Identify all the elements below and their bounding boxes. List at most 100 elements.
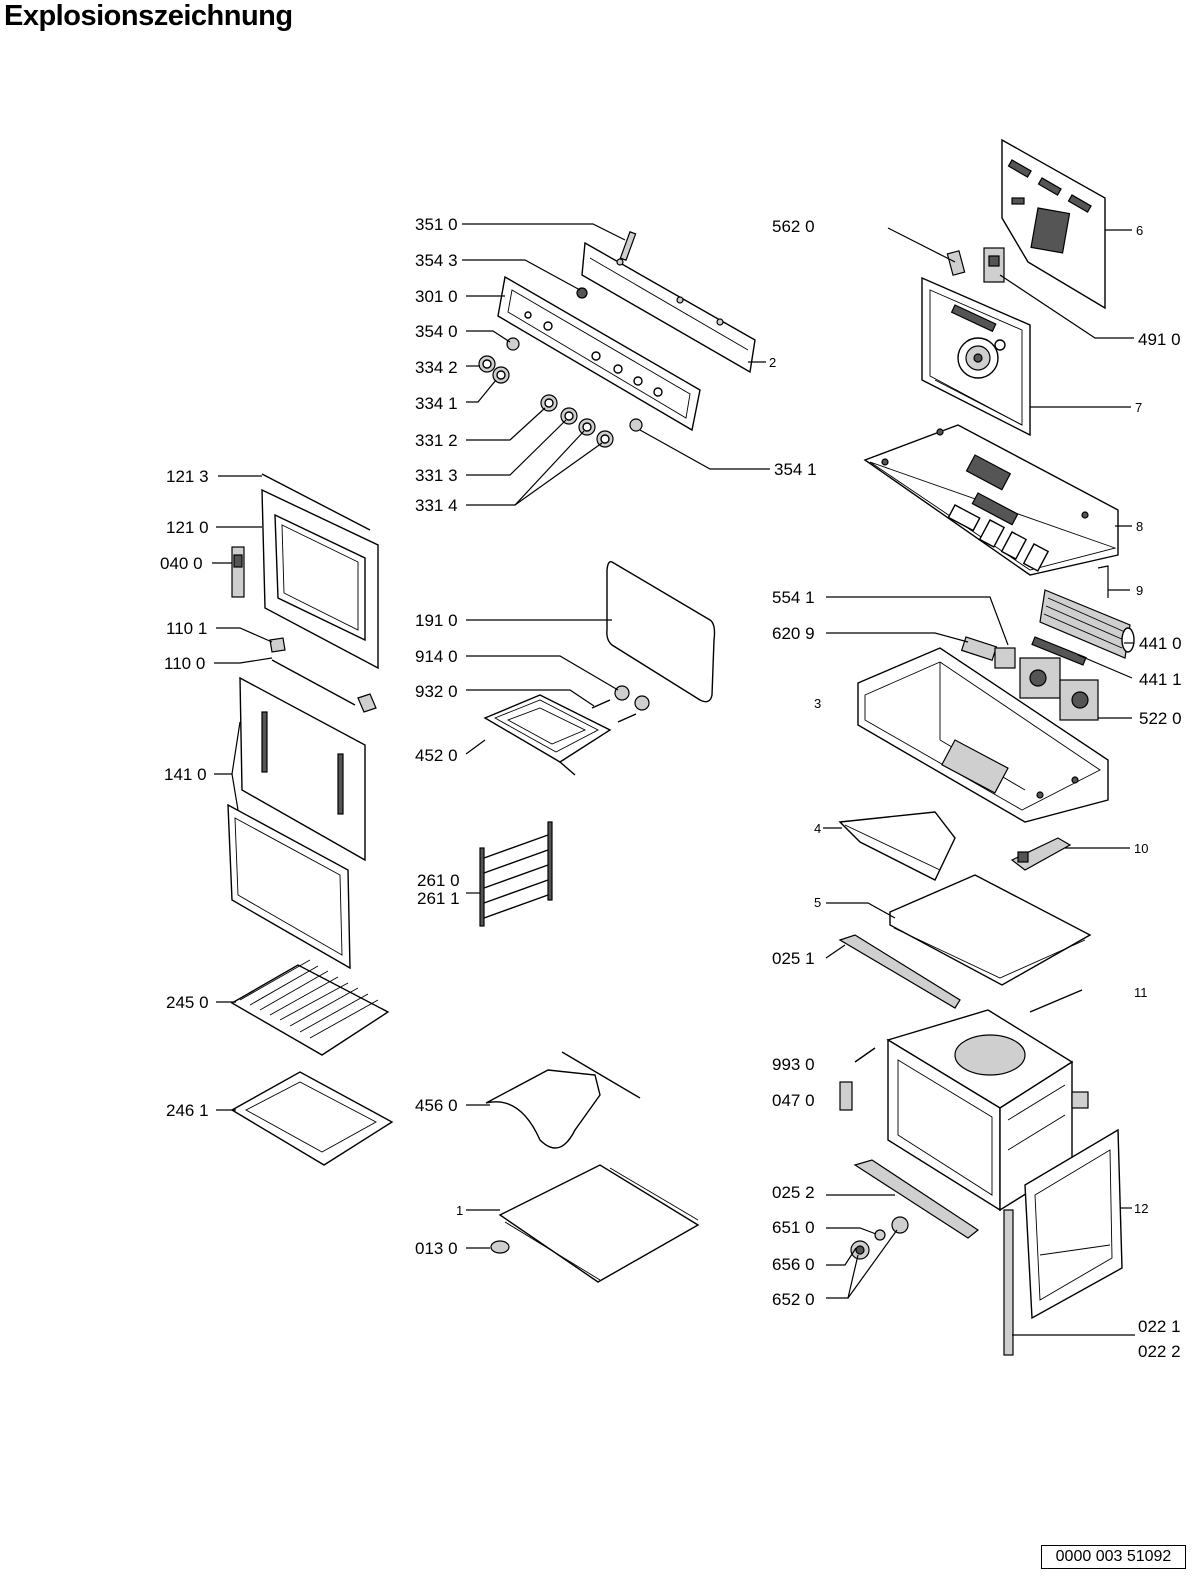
fan-motor-bracket bbox=[1031, 636, 1087, 666]
lower-panels bbox=[838, 811, 1092, 1013]
fitting bbox=[891, 1216, 909, 1234]
door-gasket bbox=[606, 560, 716, 703]
part-label: 522 0 bbox=[1139, 709, 1182, 728]
part-label: 651 0 bbox=[772, 1218, 815, 1237]
fitting bbox=[614, 685, 630, 701]
part-label: 6 bbox=[1136, 223, 1143, 238]
small-knob bbox=[506, 337, 520, 351]
part-label: 9 bbox=[1136, 583, 1143, 598]
part-label: 191 0 bbox=[415, 611, 458, 630]
part-label: 656 0 bbox=[772, 1255, 815, 1274]
part-label: 261 1 bbox=[417, 889, 460, 908]
latch bbox=[839, 1081, 853, 1111]
shaft bbox=[619, 231, 637, 261]
part-label: 261 0 bbox=[417, 871, 460, 890]
part-label: 4 bbox=[814, 821, 821, 836]
wire-shelf bbox=[230, 964, 390, 1056]
part-label: 491 0 bbox=[1138, 330, 1181, 349]
part-label: 7 bbox=[1135, 400, 1142, 415]
rack-and-tray bbox=[230, 959, 394, 1166]
leaders-door bbox=[212, 475, 273, 811]
leaders-lower-panels bbox=[823, 827, 1130, 959]
rail bbox=[838, 934, 961, 1009]
labels-fan-electrics: 9 554 1 620 9 441 0 441 1 3 522 0 bbox=[772, 583, 1182, 728]
part-label: 354 1 bbox=[774, 460, 817, 479]
screw bbox=[576, 287, 588, 299]
leaders-heating bbox=[465, 619, 619, 1249]
top-plate bbox=[863, 424, 1119, 576]
part-label: 2 bbox=[769, 355, 776, 370]
part-label: 351 0 bbox=[415, 215, 458, 234]
part-label: 025 1 bbox=[772, 949, 815, 968]
part-label: 993 0 bbox=[772, 1055, 815, 1074]
part-label: 441 1 bbox=[1139, 670, 1182, 689]
part-label: 121 0 bbox=[166, 518, 209, 537]
door-glass bbox=[239, 676, 366, 862]
control-panel-assembly bbox=[478, 231, 756, 448]
part-label: 554 1 bbox=[772, 588, 815, 607]
side-rail bbox=[479, 847, 485, 927]
part-label: 11 bbox=[1134, 985, 1148, 1000]
side-rail bbox=[547, 821, 553, 901]
part-label: 040 0 bbox=[160, 554, 203, 573]
part-label: 110 0 bbox=[164, 654, 205, 673]
hinge-clip bbox=[269, 637, 286, 653]
part-label: 245 0 bbox=[166, 993, 209, 1012]
terminal-block bbox=[960, 636, 998, 661]
electrics-housing bbox=[857, 647, 1109, 823]
baking-tray bbox=[230, 1071, 394, 1166]
part-label: 354 3 bbox=[415, 251, 458, 270]
part-label: 932 0 bbox=[415, 682, 458, 701]
heating-elements bbox=[479, 560, 716, 1283]
part-label: 652 0 bbox=[772, 1290, 815, 1309]
outer-door-glass bbox=[227, 803, 351, 970]
back-panels bbox=[921, 138, 1106, 437]
part-label: 914 0 bbox=[415, 647, 458, 666]
grill-element bbox=[483, 694, 612, 763]
part-label: 013 0 bbox=[415, 1239, 458, 1258]
part-label: 10 bbox=[1134, 841, 1148, 856]
small-knob bbox=[629, 418, 643, 432]
part-label: 331 4 bbox=[415, 496, 458, 515]
part-label: 022 1 bbox=[1138, 1317, 1181, 1336]
side-frame bbox=[1024, 1128, 1123, 1320]
oven-cavity bbox=[839, 1009, 1123, 1356]
electronic-module bbox=[1059, 679, 1099, 721]
bottom-element bbox=[485, 1069, 601, 1149]
fitting bbox=[874, 1229, 886, 1241]
part-label: 334 1 bbox=[415, 394, 458, 413]
fan-electrics bbox=[857, 565, 1135, 823]
panel-bracket bbox=[581, 241, 756, 374]
part-label: 8 bbox=[1136, 519, 1143, 534]
hinge-rail bbox=[1003, 1209, 1014, 1356]
electronic-module bbox=[1019, 657, 1061, 699]
part-label: 334 2 bbox=[415, 358, 458, 377]
labels-door: 121 3 121 0 040 0 110 1 110 0 141 0 bbox=[160, 467, 209, 784]
labels-oven-cavity: 993 0 047 0 025 2 651 0 656 0 652 0 12 0… bbox=[772, 1055, 1181, 1361]
labels-back-panels: 562 0 6 491 0 7 bbox=[772, 217, 1181, 415]
leaders-fan-electrics bbox=[826, 589, 1134, 719]
deflector-plate bbox=[838, 811, 956, 881]
part-label: 301 0 bbox=[415, 287, 458, 306]
part-label: 354 0 bbox=[415, 322, 458, 341]
part-label: 331 3 bbox=[415, 466, 458, 485]
part-label: 110 1 bbox=[166, 619, 207, 638]
part-label: 3 bbox=[814, 696, 821, 711]
leaders-back-panels bbox=[887, 227, 1134, 408]
labels-heating: 191 0 914 0 932 0 452 0 261 0 261 1 456 … bbox=[415, 611, 463, 1258]
bottom-panel bbox=[889, 874, 1092, 986]
part-label: 331 2 bbox=[415, 431, 458, 450]
part-label: 441 0 bbox=[1139, 634, 1182, 653]
switch bbox=[994, 647, 1016, 669]
small-bracket bbox=[946, 250, 966, 276]
part-label: 5 bbox=[814, 895, 821, 910]
bottom-plate bbox=[498, 1164, 700, 1283]
foot bbox=[490, 1240, 510, 1254]
document-number: 0000 003 51092 bbox=[1041, 1545, 1186, 1569]
part-label: 620 9 bbox=[772, 624, 815, 643]
part-label: 022 2 bbox=[1138, 1342, 1181, 1361]
part-label: 12 bbox=[1134, 1201, 1148, 1216]
labels-control-panel: 351 0 354 3 301 0 354 0 334 2 334 1 331 … bbox=[415, 215, 817, 515]
page-title: Explosionszeichnung bbox=[4, 0, 293, 32]
